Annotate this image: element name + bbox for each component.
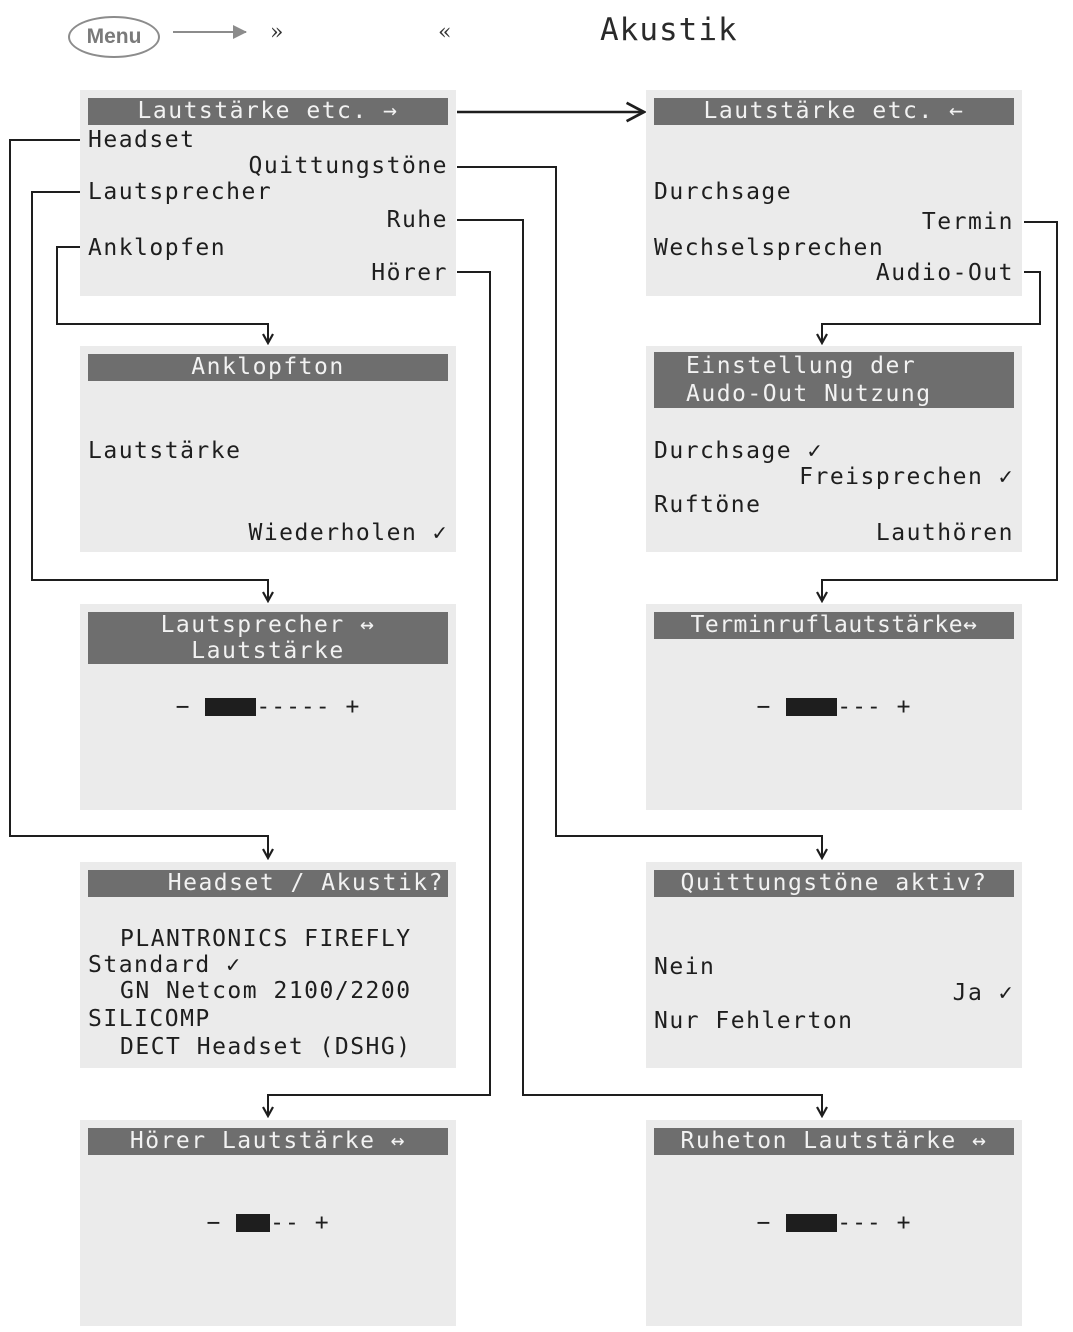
menu-item-termin[interactable]: Termin [921,209,1014,235]
screen-title-line2: Lautstärke [191,638,345,664]
volume-minus[interactable]: − [756,1210,787,1236]
volume-level-fill [786,698,838,716]
volume-slider[interactable]: − ----- + [80,694,456,720]
screen-audio-out: Einstellung der Audo-Out Nutzung Durchsa… [646,346,1022,552]
screen-idle-tone-volume: Ruheton Lautstärke ↔ − --- + [646,1120,1022,1326]
option-gn-netcom[interactable]: GN Netcom 2100/2200 [120,978,412,1004]
screen-volume-page1: Lautstärke etc. → Headset Quittungstöne … [80,90,456,296]
volume-plus[interactable]: + [299,1210,330,1236]
volume-slider[interactable]: − --- + [646,1210,1022,1236]
screen-anklopfton: Anklopfton Lautstärke Wiederholen ✓ [80,346,456,552]
screen-speaker-volume: Lautsprecher ↔ Lautstärke − ----- + [80,604,456,810]
screen-headset: Headset / Akustik? PLANTRONICS FIREFLY S… [80,862,456,1068]
option-nur-fehlerton[interactable]: Nur Fehlerton [654,1008,854,1034]
volume-minus[interactable]: − [756,694,787,720]
volume-level-empty: ----- [256,694,331,720]
option-nein[interactable]: Nein [654,954,716,980]
option-standard[interactable]: Standard ✓ [88,952,242,978]
screen-title: Lautstärke etc. ← [654,98,1014,125]
screen-confirmation-tones: Quittungstöne aktiv? Nein Ja ✓ Nur Fehle… [646,862,1022,1068]
menu-item-lautstaerke[interactable]: Lautstärke [88,438,242,464]
volume-slider[interactable]: − --- + [646,694,1022,720]
screen-title: Terminruflautstärke↔ [654,612,1014,639]
volume-plus[interactable]: + [881,694,912,720]
menu-item-ruhe[interactable]: Ruhe [386,207,448,233]
volume-level-fill [786,1214,838,1232]
forward-symbol: » [270,20,284,45]
screen-appointment-volume: Terminruflautstärke↔ − --- + [646,604,1022,810]
option-ja[interactable]: Ja ✓ [952,980,1014,1006]
menu-item-anklopfen[interactable]: Anklopfen [88,235,227,261]
volume-plus[interactable]: + [881,1210,912,1236]
menu-item-quittungstoene[interactable]: Quittungstöne [248,153,448,179]
menu-item-audio-out[interactable]: Audio-Out [875,260,1014,286]
volume-level-fill [205,698,257,716]
volume-level-empty: -- [270,1210,300,1236]
screen-title: Lautstärke etc. → [88,98,448,125]
menu-button[interactable]: Menu [68,16,160,58]
volume-minus[interactable]: − [206,1210,237,1236]
option-ruftoene[interactable]: Ruftöne [654,492,762,518]
menu-item-durchsage[interactable]: Durchsage [654,179,793,205]
screen-title-line2: Audo-Out Nutzung [686,381,932,407]
screen-title: Hörer Lautstärke ↔ [88,1128,448,1155]
screen-handset-volume: Hörer Lautstärke ↔ − -- + [80,1120,456,1326]
screen-title-line1: Einstellung der [686,353,917,379]
menu-item-hoerer[interactable]: Hörer [371,260,448,286]
screen-title: Lautsprecher ↔ Lautstärke [88,612,448,664]
option-lauthoeren[interactable]: Lauthören [875,520,1014,546]
screen-title: Headset / Akustik? [88,870,448,897]
screen-title: Ruheton Lautstärke ↔ [654,1128,1014,1155]
page-title: Akustik [600,12,738,48]
volume-minus[interactable]: − [175,694,206,720]
screen-title: Einstellung der Audo-Out Nutzung [654,352,1014,408]
option-silicomp[interactable]: SILICOMP [88,1006,211,1032]
volume-slider[interactable]: − -- + [80,1210,456,1236]
screen-title-line1: Lautsprecher ↔ [160,612,376,638]
option-freisprechen[interactable]: Freisprechen ✓ [799,464,1014,490]
screen-title: Quittungstöne aktiv? [654,870,1014,897]
menu-item-headset[interactable]: Headset [88,127,196,153]
volume-plus[interactable]: + [330,694,361,720]
menu-item-wiederholen[interactable]: Wiederholen ✓ [248,520,448,546]
volume-level-empty: --- [837,1210,882,1236]
menu-item-lautsprecher[interactable]: Lautsprecher [88,179,273,205]
screen-title: Anklopfton [88,354,448,381]
volume-level-empty: --- [837,694,882,720]
volume-level-fill [236,1214,271,1232]
menu-item-wechselsprechen[interactable]: Wechselsprechen [654,235,885,261]
option-durchsage[interactable]: Durchsage ✓ [654,438,823,464]
back-symbol: « [438,20,452,45]
option-plantronics[interactable]: PLANTRONICS FIREFLY [120,926,412,952]
option-dect-headset[interactable]: DECT Headset (DSHG) [120,1034,412,1060]
screen-volume-page2: Lautstärke etc. ← Durchsage Termin Wechs… [646,90,1022,296]
